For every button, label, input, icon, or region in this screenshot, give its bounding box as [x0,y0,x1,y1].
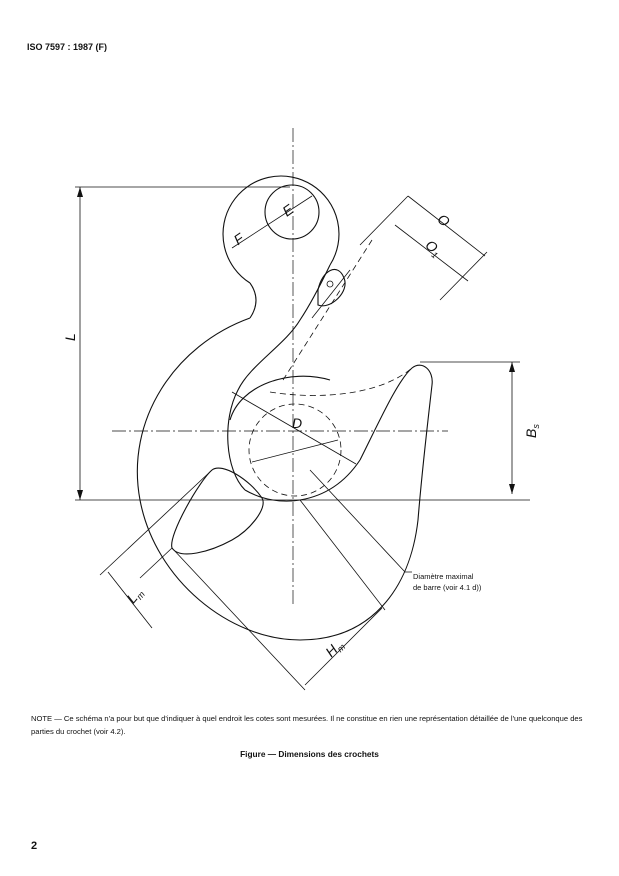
callout-line1: Diamètre maximal [413,572,474,581]
page-number: 2 [31,840,38,852]
callout-line2: de barre (voir 4.1 d)) [413,583,482,592]
bar-diameter-line [251,439,339,463]
dimension-O: O O1 [359,195,488,301]
label-Bs: Bs [523,424,541,438]
label-D: D [292,415,302,431]
callout-leader [309,469,412,573]
label-O1: O1 [421,237,445,261]
label-F: F [230,229,247,248]
dimension-Hm: Hm [171,499,386,691]
dimension-D [231,391,357,465]
dimension-Lm: Lm [99,469,213,629]
label-Hm: Hm [322,636,348,662]
hook-body [136,239,433,641]
label-E: E [279,201,296,220]
figure-note: NOTE — Ce schéma n'a pour but que d'indi… [31,714,583,736]
label-O: O [434,211,453,230]
dimension-Bs: Bs [420,361,541,494]
figure-caption: Figure — Dimensions des crochets [240,749,379,759]
label-L: L [62,333,78,341]
label-Lm: Lm [123,584,147,608]
dimension-F-E [231,195,313,249]
dimension-L: L [62,186,530,501]
hook-eye [222,175,340,319]
document-header: ISO 7597 : 1987 (F) [27,42,108,52]
